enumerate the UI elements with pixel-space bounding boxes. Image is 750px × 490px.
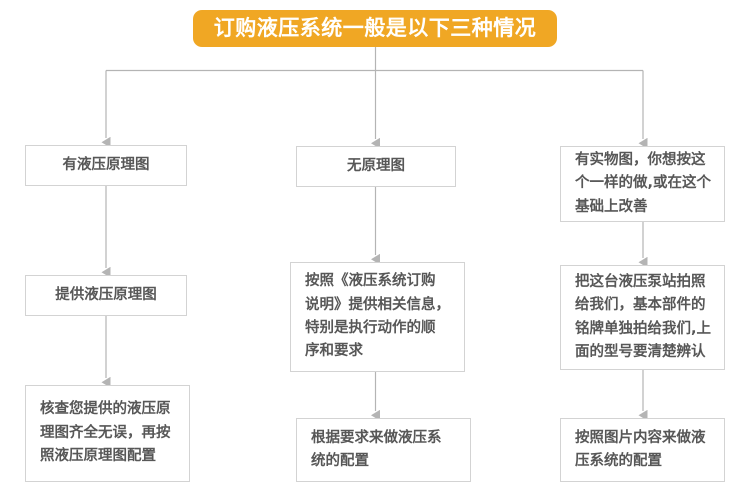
flowchart-title-text: 订购液压系统一般是以下三种情况 (213, 16, 537, 40)
node-2-2-line-2: 说明》提供相关信息， (305, 296, 450, 313)
node-3-1-line-1: 有实物图，你想按这 (575, 151, 706, 168)
node-2-2-line-1: 按照《液压系统订购 (305, 273, 436, 290)
node-3-2-line-3: 铭牌单独拍给我们,上 (575, 320, 712, 337)
node-3-1-label: 有实物图，你想按这 个一样的做,或在这个 基础上改善 (575, 149, 711, 219)
node-3-1-line-2: 个一样的做,或在这个 (575, 175, 712, 192)
node-2-1[interactable]: 无原理图 (296, 146, 456, 187)
node-3-2-line-4: 面的型号要清楚辨认 (575, 343, 706, 360)
node-1-2-label: 提供液压原理图 (55, 286, 157, 303)
node-2-1-label: 无原理图 (347, 157, 405, 174)
node-1-1-label: 有液压原理图 (62, 156, 150, 173)
node-3-2-line-2: 给我们，基本部件的 (575, 297, 706, 314)
node-3-3-line-1: 按照图片内容来做液 (575, 429, 706, 446)
node-3-2-label: 把这台液压泵站拍照 给我们，基本部件的 铭牌单独拍给我们,上 面的型号要清楚辨认 (575, 271, 711, 365)
node-2-2[interactable]: 按照《液压系统订购 说明》提供相关信息， 特别是执行动作的顺 序和要求 (290, 262, 465, 372)
flowchart-title-banner: 订购液压系统一般是以下三种情况 (193, 10, 557, 47)
node-1-3-label: 核查您提供的液压原 理图齐全无误，再按 照液压原理图配置 (40, 398, 171, 468)
node-1-3-line-3: 照液压原理图配置 (40, 448, 156, 465)
node-3-3[interactable]: 按照图片内容来做液 压系统的配置 (560, 418, 725, 482)
node-3-3-line-2: 压系统的配置 (575, 453, 662, 469)
node-1-1[interactable]: 有液压原理图 (25, 145, 187, 186)
node-2-3-label: 根据要求来做液压系 统的配置 (311, 427, 442, 474)
node-3-1-line-3: 基础上改善 (575, 198, 648, 215)
node-2-2-label: 按照《液压系统订购 说明》提供相关信息， 特别是执行动作的顺 序和要求 (305, 270, 450, 364)
node-2-2-line-3: 特别是执行动作的顺 (305, 320, 436, 336)
node-3-1[interactable]: 有实物图，你想按这 个一样的做,或在这个 基础上改善 (560, 146, 725, 222)
node-2-3-line-2: 统的配置 (311, 453, 369, 469)
node-1-2[interactable]: 提供液压原理图 (25, 275, 187, 316)
node-3-3-label: 按照图片内容来做液 压系统的配置 (575, 427, 706, 474)
node-3-2-line-1: 把这台液压泵站拍照 (575, 273, 706, 290)
node-2-3-line-1: 根据要求来做液压系 (311, 429, 442, 446)
node-2-2-line-4: 序和要求 (305, 343, 363, 360)
node-2-3[interactable]: 根据要求来做液压系 统的配置 (296, 418, 471, 482)
node-1-3[interactable]: 核查您提供的液压原 理图齐全无误，再按 照液压原理图配置 (25, 385, 190, 482)
node-3-2[interactable]: 把这台液压泵站拍照 给我们，基本部件的 铭牌单独拍给我们,上 面的型号要清楚辨认 (560, 265, 725, 370)
node-1-3-line-1: 核查您提供的液压原 (40, 401, 171, 418)
node-1-3-line-2: 理图齐全无误，再按 (40, 424, 171, 441)
